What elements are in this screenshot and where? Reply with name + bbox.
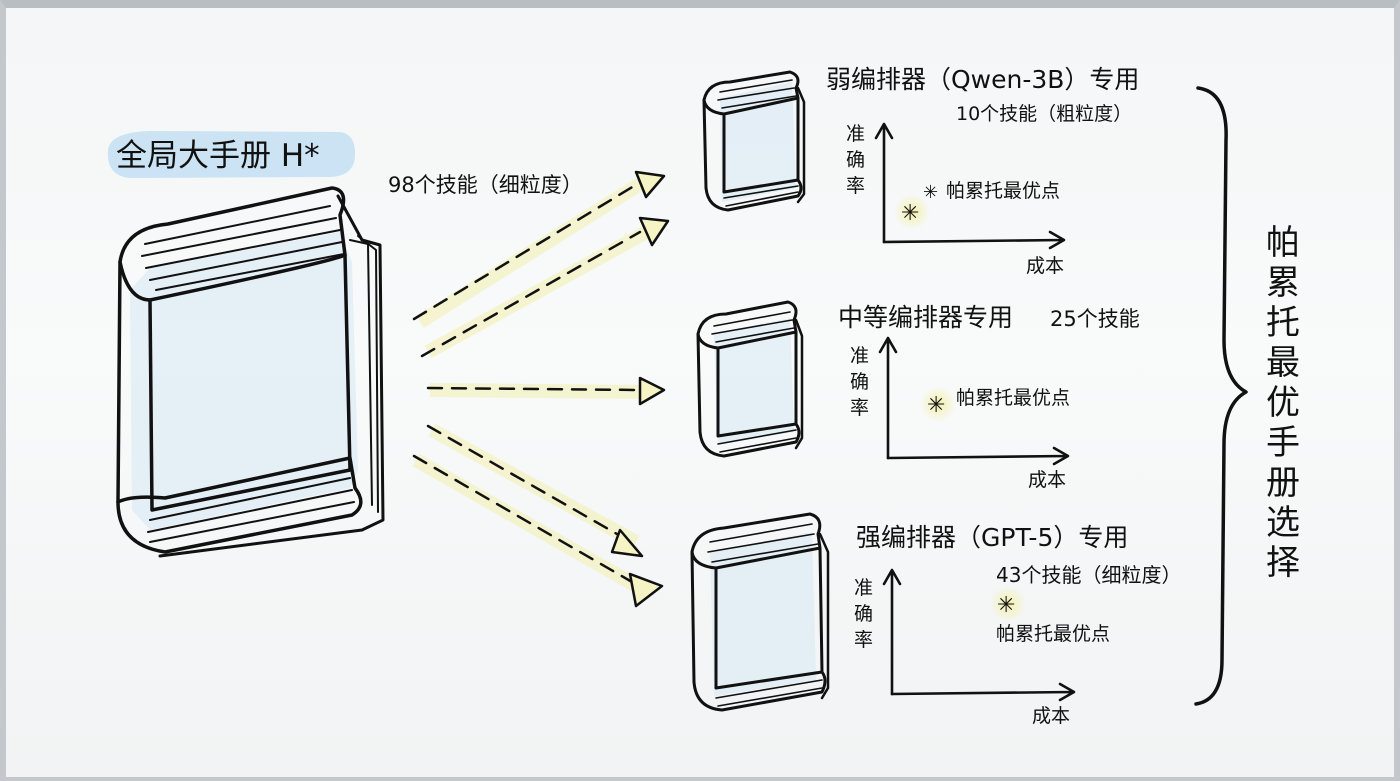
weak-y-axis-label: 准 确 率 — [846, 123, 865, 197]
pareto-point-icon: ✳ — [927, 393, 945, 418]
arrow-to-strong-1 — [426, 424, 626, 540]
pareto-glow — [894, 194, 930, 230]
weak-y-axis — [874, 122, 894, 244]
svg-text:帕: 帕 — [1266, 223, 1300, 263]
pareto-marker-icon: ✳ — [923, 182, 938, 203]
medium-handbook-title: 中等编排器专用 — [838, 303, 1013, 332]
pareto-glow — [990, 586, 1026, 622]
svg-text:准: 准 — [850, 345, 869, 367]
svg-text:最: 最 — [1266, 343, 1300, 383]
svg-text:选: 选 — [1266, 503, 1300, 543]
svg-text:累: 累 — [1266, 263, 1300, 303]
strong-handbook-panel: 强编排器（GPT-5）专用 43个技能（细粒度） 准 确 率 成本 ✳ 帕累托最… — [854, 523, 1181, 727]
weak-x-axis — [882, 230, 1066, 250]
arrowhead — [638, 216, 670, 247]
medium-x-axis-label: 成本 — [1028, 469, 1066, 491]
weak-x-axis-label: 成本 — [1026, 255, 1064, 277]
pareto-point-icon: ✳ — [997, 593, 1015, 618]
strong-y-axis — [882, 568, 902, 696]
svg-text:率: 率 — [850, 397, 869, 419]
svg-text:确: 确 — [854, 603, 873, 625]
strong-pareto-label: 帕累托最优点 — [996, 623, 1110, 645]
arrows — [412, 170, 670, 608]
weak-handbook-skills: 10个技能（粗粒度） — [956, 103, 1132, 125]
svg-text:准: 准 — [846, 123, 865, 145]
global-handbook-title: 全局大手册 H* — [116, 138, 320, 174]
medium-y-axis — [878, 336, 898, 460]
strong-handbook-title: 强编排器（GPT-5）专用 — [856, 523, 1128, 552]
medium-x-axis — [886, 446, 1070, 466]
svg-text:确: 确 — [850, 371, 869, 393]
medium-handbook-skills: 25个技能 — [1050, 307, 1140, 331]
weak-handbook-book — [702, 70, 806, 212]
strong-handbook-book — [690, 512, 830, 712]
arrow-to-strong-2 — [412, 454, 634, 584]
arrow-to-medium — [426, 386, 642, 392]
svg-text:择: 择 — [1266, 543, 1300, 583]
medium-pareto-label: 帕累托最优点 — [956, 387, 1070, 409]
strong-x-axis-label: 成本 — [1032, 705, 1070, 727]
strong-x-axis — [890, 682, 1076, 702]
arrowhead — [610, 528, 644, 558]
arrowhead — [634, 170, 666, 199]
weak-handbook-title: 弱编排器（Qwen-3B）专用 — [826, 65, 1139, 94]
weak-handbook-panel: 弱编排器（Qwen-3B）专用 10个技能（粗粒度） 准 确 率 成本 ✳ ✳ … — [826, 65, 1139, 277]
weak-pareto-label: 帕累托最优点 — [946, 180, 1060, 202]
curly-brace — [1194, 86, 1248, 706]
medium-handbook-book — [696, 300, 804, 458]
medium-y-axis-label: 准 确 率 — [850, 345, 869, 419]
medium-handbook-panel: 中等编排器专用 25个技能 准 确 率 成本 ✳ 帕累托最优点 — [838, 303, 1140, 491]
svg-text:准: 准 — [854, 577, 873, 599]
global-skills-label: 98个技能（细粒度） — [388, 173, 583, 197]
pareto-glow — [920, 386, 956, 422]
strong-handbook-skills: 43个技能（细粒度） — [996, 563, 1181, 587]
svg-text:确: 确 — [846, 149, 865, 171]
strong-y-axis-label: 准 确 率 — [854, 577, 873, 651]
global-handbook-book — [116, 186, 385, 558]
global-handbook-title-group: 全局大手册 H* — [107, 131, 356, 178]
svg-text:手: 手 — [1266, 423, 1300, 463]
title-highlight — [107, 131, 356, 178]
svg-text:册: 册 — [1266, 463, 1300, 503]
svg-text:率: 率 — [846, 175, 865, 197]
pareto-point-icon: ✳ — [901, 201, 919, 226]
svg-text:率: 率 — [854, 629, 873, 651]
arrowhead — [628, 572, 664, 608]
arrowhead — [638, 376, 666, 406]
arrow-to-weak-2 — [420, 230, 642, 358]
arrow-to-weak-1 — [412, 184, 636, 321]
svg-text:优: 优 — [1266, 383, 1300, 423]
pareto-selection-label: 帕 累 托 最 优 手 册 选 择 — [1266, 223, 1300, 583]
svg-text:托: 托 — [1266, 303, 1300, 343]
